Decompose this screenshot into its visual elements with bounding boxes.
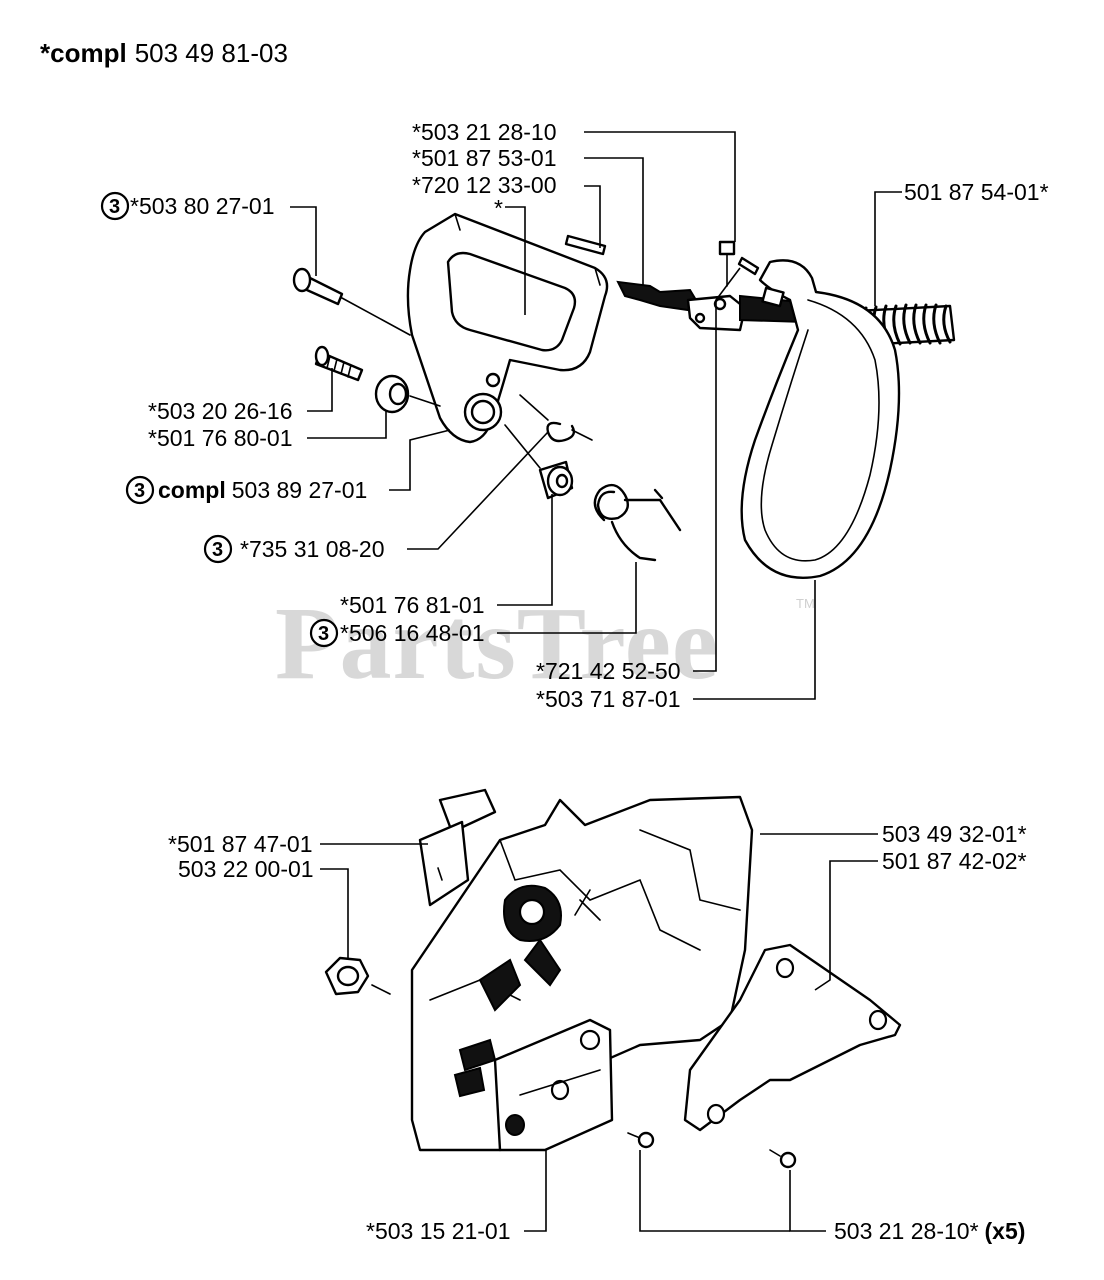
upper-leader-lines — [290, 131, 902, 700]
nut-part — [374, 374, 441, 414]
screw-part — [314, 345, 364, 382]
callout-circle-3: 3 — [203, 534, 233, 564]
side-cover-part — [683, 943, 902, 1132]
callout-circle-1: 3 — [100, 191, 130, 221]
svg-text:3: 3 — [318, 623, 329, 645]
label-503-49-32-01: 503 49 32-01* — [882, 821, 1027, 847]
label-503-20-26-16: *503 20 26-16 — [148, 398, 293, 424]
bar-plate-part — [493, 1018, 614, 1152]
plate-part — [418, 788, 497, 907]
clip-part — [519, 394, 593, 443]
callout-circle-4: 3 — [309, 618, 339, 648]
label-503-80-27-01: *503 80 27-01 — [130, 193, 275, 219]
watermark-tm: TM — [796, 596, 815, 611]
label-721-42-52-50: *721 42 52-50 — [536, 658, 681, 684]
upper-labels: *503 21 28-10 *501 87 53-01 *720 12 33-0… — [100, 119, 1049, 712]
brake-band-part — [740, 259, 901, 579]
label-503-21-28-10: *503 21 28-10 — [412, 119, 557, 145]
bar-nut-part — [324, 956, 391, 996]
label-501-87-54-01: 501 87 54-01* — [904, 179, 1049, 205]
label-720-12-33-00: *720 12 33-00 — [412, 172, 557, 198]
label-501-87-42-02: 501 87 42-02* — [882, 848, 1027, 874]
bushing-part — [504, 424, 574, 500]
callout-circle-2: 3 — [125, 475, 155, 505]
svg-text:3: 3 — [212, 539, 223, 561]
pin-part — [292, 267, 411, 336]
label-735-31-08-20: *735 31 08-20 — [240, 536, 385, 562]
watermark: PartsTree — [275, 586, 719, 701]
small-pin-part — [737, 256, 760, 276]
label-503-15-21-01: *503 15 21-01 — [366, 1218, 511, 1244]
label-506-16-48-01: *506 16 48-01 — [340, 620, 485, 646]
label-star: * — [494, 195, 503, 221]
label-501-87-47-01: *501 87 47-01 — [168, 831, 313, 857]
svg-text:3: 3 — [109, 196, 120, 218]
screw-parts — [627, 1131, 797, 1169]
label-503-21-28-10-x5: 503 21 28-10*(x5) — [834, 1218, 1025, 1244]
lower-leader-lines — [320, 833, 878, 1232]
label-501-76-81-01: *501 76 81-01 — [340, 592, 485, 618]
chain-brake-handle — [406, 212, 609, 444]
label-503-22-00-01: 503 22 00-01 — [178, 856, 314, 882]
svg-text:3: 3 — [134, 480, 145, 502]
label-501-87-53-01: *501 87 53-01 — [412, 145, 557, 171]
torsion-spring-part — [593, 483, 682, 562]
label-503-71-87-01: *503 71 87-01 — [536, 686, 681, 712]
lower-labels: *501 87 47-01 503 22 00-01 503 49 32-01*… — [168, 821, 1027, 1244]
label-501-76-80-01: *501 76 80-01 — [148, 425, 293, 451]
